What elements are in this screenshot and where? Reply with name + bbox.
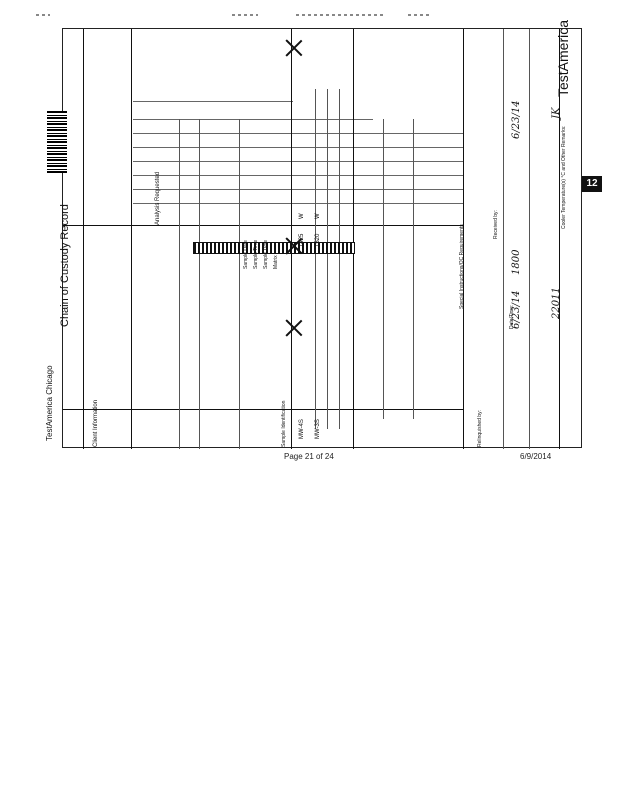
grid-line — [83, 29, 84, 449]
sample-id: MW-3S — [315, 419, 321, 439]
grid-line — [133, 175, 463, 176]
grid-line — [327, 89, 328, 429]
grid-line — [63, 409, 463, 410]
grid-line — [199, 119, 200, 449]
form-title: Chain of Custody Record — [59, 204, 71, 327]
section-number-badge: 12 — [582, 176, 602, 192]
handwritten-initials: JK — [551, 107, 562, 119]
x-mark — [285, 237, 303, 255]
cooler-temp-label: Cooler Temperature(s) °C and Other Remar… — [561, 125, 567, 229]
x-mark — [285, 39, 303, 57]
special-instructions-label: Special Instructions/QC Requirements — [459, 224, 465, 309]
grid-line — [353, 29, 354, 449]
grid-line — [339, 89, 340, 429]
sample-matrix: W — [315, 213, 321, 219]
grid-line — [413, 119, 414, 419]
grid-line — [133, 119, 373, 120]
grid-line — [133, 147, 463, 148]
received-by-label: Received by: — [493, 210, 499, 239]
grid-line — [131, 29, 132, 449]
analysis-requested-label: Analysis Requested — [155, 171, 161, 225]
grid-line — [383, 119, 384, 419]
client-info-label: Client Information — [93, 399, 99, 447]
grid-line — [559, 29, 560, 449]
lab-name: TestAmerica Chicago — [45, 365, 54, 441]
grid-line — [503, 29, 504, 449]
handwritten-time: 1800 — [511, 249, 522, 275]
grid-line — [133, 189, 463, 190]
grid-line — [179, 119, 180, 449]
footer-date: 6/9/2014 — [520, 452, 552, 461]
page-number: Page 21 of 24 — [284, 452, 334, 461]
grid-line — [133, 133, 463, 134]
sample-time: 1520 — [315, 233, 321, 247]
barcode — [47, 111, 67, 173]
sample-id: MW-4S — [299, 419, 305, 439]
grid-line — [463, 29, 464, 449]
grid-line — [315, 89, 316, 429]
grid-line — [133, 161, 463, 162]
scan-artifact — [36, 14, 50, 16]
scan-artifact — [408, 14, 432, 16]
handwritten-date: 6/23/14 — [511, 290, 522, 329]
grid-line — [239, 119, 240, 449]
scan-artifact — [232, 14, 258, 16]
sample-date-label: Sample Date — [243, 240, 249, 269]
analysis-header-band — [193, 242, 355, 254]
grid-line — [133, 101, 293, 102]
sample-type-label: Sample Type — [263, 239, 269, 269]
grid-line — [529, 29, 530, 449]
matrix-label: Matrix — [273, 255, 279, 269]
scan-artifact — [296, 14, 386, 16]
handwritten-note: 22011 — [551, 287, 562, 319]
sample-time-label: Sample Time — [253, 239, 259, 269]
sample-identification-label: Sample Identification — [281, 400, 287, 447]
relinquished-by-label: Relinquished by: — [477, 410, 483, 447]
sample-matrix: W — [299, 213, 305, 219]
grid-line — [63, 225, 463, 226]
chain-of-custody-form: TestAmerica TestAmerica Chicago Chain of… — [45, 20, 582, 449]
grid-line — [133, 203, 463, 204]
brand-logo-text: TestAmerica — [555, 19, 571, 97]
x-mark — [285, 319, 303, 337]
handwritten-date: 6/23/14 — [511, 100, 522, 139]
